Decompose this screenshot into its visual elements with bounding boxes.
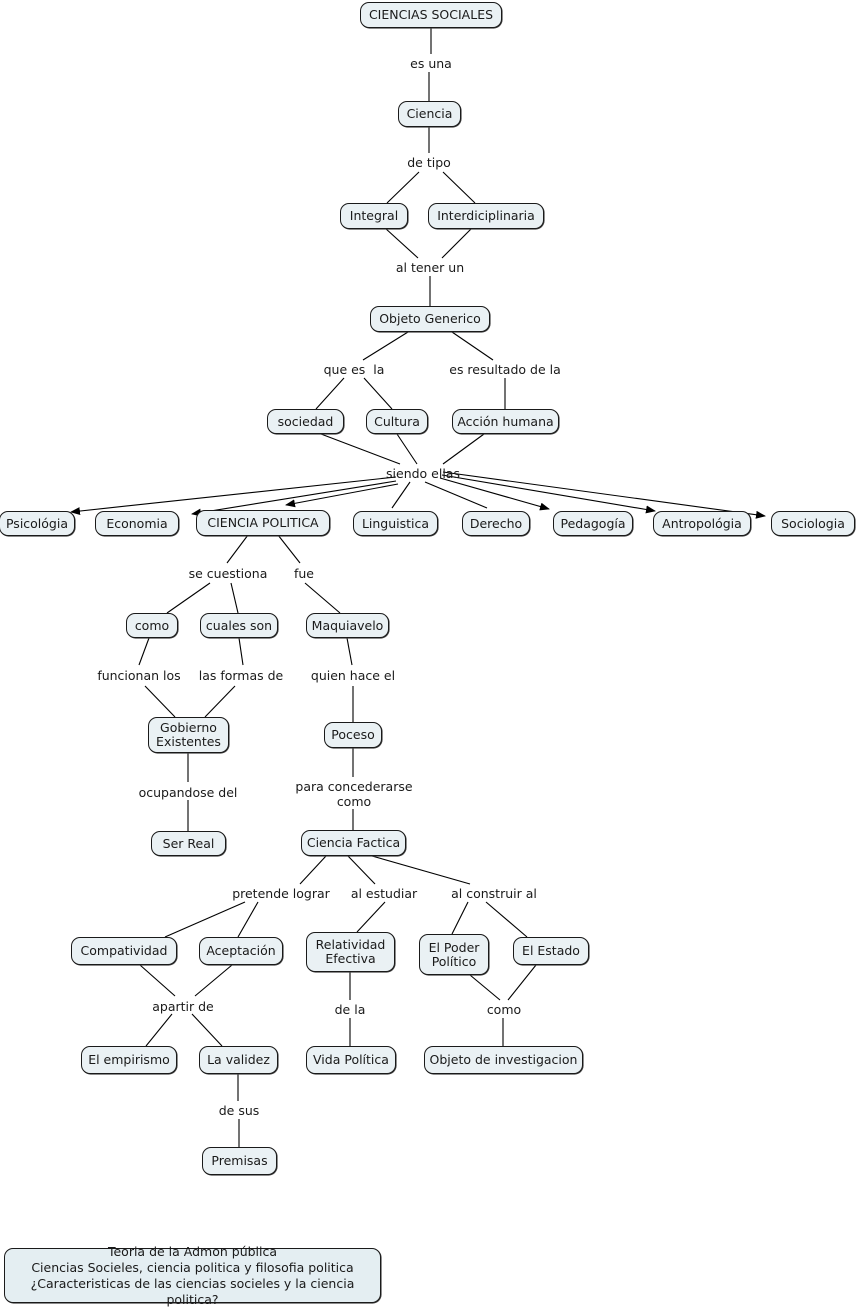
node-sociologia[interactable]: Sociologia	[771, 511, 855, 536]
node-poceso[interactable]: Poceso	[324, 722, 382, 748]
link-label-se-cuestiona: se cuestiona	[188, 566, 268, 581]
node-linguistica[interactable]: Linguistica	[353, 511, 438, 536]
node-psicologia[interactable]: Psicológia	[0, 511, 75, 536]
node-relatividad-efectiva[interactable]: Relatividad Efectiva	[306, 932, 395, 972]
node-antropologia[interactable]: Antropológia	[653, 511, 751, 536]
node-objeto-generico[interactable]: Objeto Generico	[370, 306, 490, 332]
node-sociedad[interactable]: sociedad	[267, 409, 344, 434]
node-ciencia-factica[interactable]: Ciencia Factica	[301, 830, 406, 856]
node-economia[interactable]: Economia	[95, 511, 179, 536]
link-label-al-tener-un: al tener un	[395, 260, 465, 275]
node-ciencias-sociales[interactable]: CIENCIAS SOCIALES	[360, 2, 502, 28]
link-label-al-construir-al: al construir al	[451, 886, 537, 901]
link-label-como-2: como	[486, 1002, 522, 1017]
node-integral[interactable]: Integral	[340, 203, 408, 229]
link-label-para-concederarse-como: para concederarse como	[295, 779, 413, 809]
link-label-las-formas-de: las formas de	[198, 668, 284, 683]
node-derecho[interactable]: Derecho	[462, 511, 530, 536]
node-cultura[interactable]: Cultura	[366, 409, 428, 434]
link-label-es-una: es una	[410, 56, 452, 71]
link-label-de-sus: de sus	[218, 1103, 260, 1118]
node-la-validez[interactable]: La validez	[199, 1046, 278, 1074]
link-label-de-la: de la	[334, 1002, 366, 1017]
node-ciencia-politica[interactable]: CIENCIA POLITICA	[196, 510, 330, 536]
node-el-empirismo[interactable]: El empirismo	[81, 1046, 177, 1074]
node-compatividad[interactable]: Compatividad	[71, 937, 177, 965]
node-gobierno-existentes[interactable]: Gobierno Existentes	[148, 717, 229, 753]
node-pedagogia[interactable]: Pedagogía	[553, 511, 633, 536]
node-ser-real[interactable]: Ser Real	[151, 831, 226, 856]
node-el-poder-politico[interactable]: El Poder Político	[419, 934, 489, 975]
node-objeto-de-investigacion[interactable]: Objeto de investigacion	[424, 1046, 583, 1074]
node-maquiavelo[interactable]: Maquiavelo	[306, 613, 389, 638]
legend-box: Teoria de la Admon pública Ciencias Soci…	[4, 1244, 381, 1307]
link-label-funcionan-los: funcionan los	[97, 668, 181, 683]
link-label-pretende-lograr: pretende lograr	[232, 886, 330, 901]
link-label-apartir-de: apartir de	[152, 999, 214, 1014]
node-accion-humana[interactable]: Acción humana	[452, 409, 559, 434]
node-cuales-son[interactable]: cuales son	[200, 613, 278, 638]
node-ciencia[interactable]: Ciencia	[398, 101, 461, 127]
link-label-que-es-la: que es la	[323, 362, 385, 377]
link-label-es-resultado-de-la: es resultado de la	[449, 362, 561, 377]
link-label-al-estudiar: al estudiar	[350, 886, 418, 901]
link-label-fue: fue	[293, 566, 314, 581]
node-interdiciplinaria[interactable]: Interdiciplinaria	[428, 203, 544, 229]
link-label-de-tipo: de tipo	[407, 155, 451, 170]
node-aceptacion[interactable]: Aceptación	[199, 937, 283, 965]
node-el-estado[interactable]: El Estado	[513, 937, 589, 965]
node-como-1[interactable]: como	[126, 613, 178, 638]
link-label-ocupandose-del: ocupandose del	[138, 785, 238, 800]
link-label-siendo-ellas: siendo ellas	[386, 466, 460, 481]
link-label-quien-hace-el: quien hace el	[310, 668, 396, 683]
node-vida-politica[interactable]: Vida Política	[306, 1046, 396, 1074]
node-premisas[interactable]: Premisas	[202, 1147, 277, 1175]
